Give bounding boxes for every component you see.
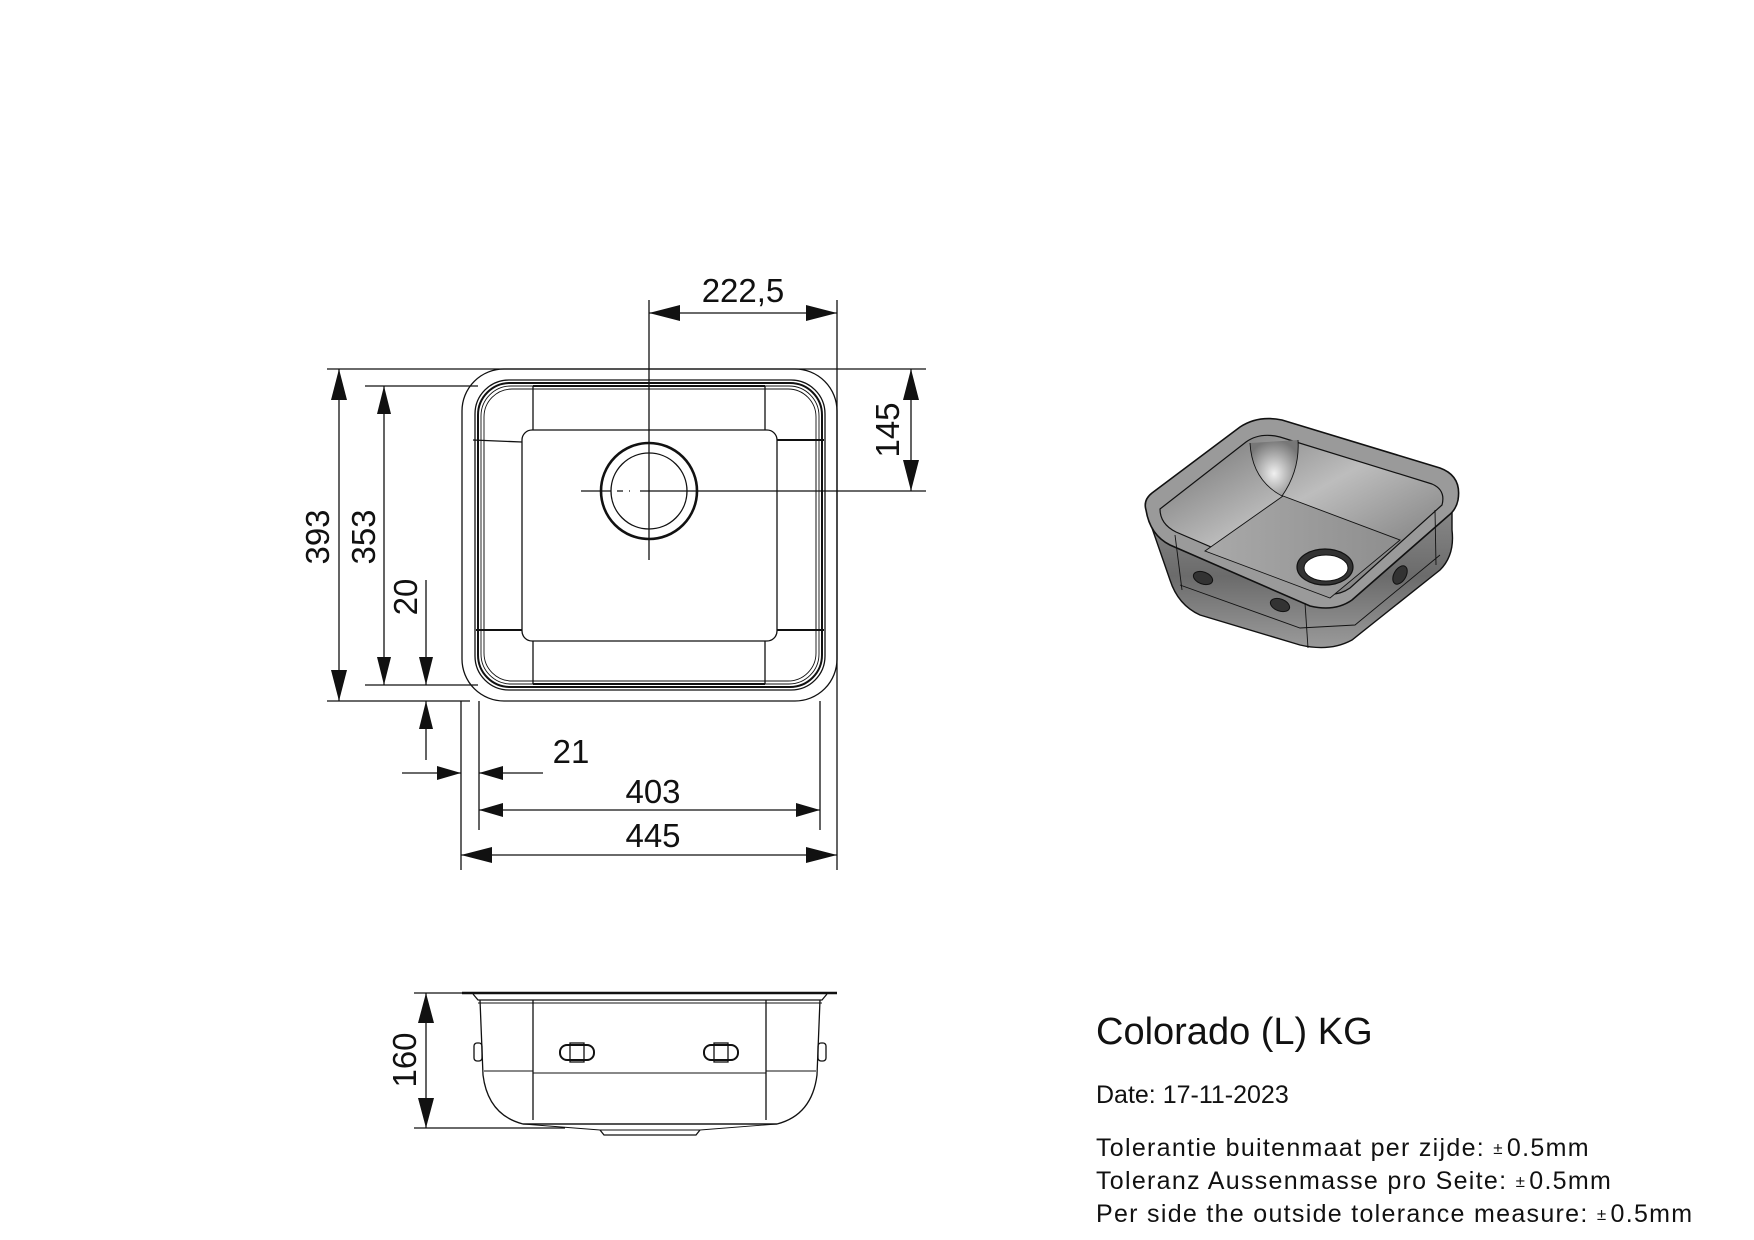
svg-text:145: 145: [869, 402, 906, 457]
drawing-date: Date: 17-11-2023: [1096, 1081, 1289, 1109]
plus-minus-icon: ±: [1493, 1139, 1504, 1158]
dimension-160: 160: [386, 993, 434, 1128]
tolerance-line-en: Per side the outside tolerance measure: …: [1096, 1200, 1694, 1228]
dimension-222-5: 222,5: [649, 272, 837, 321]
mounting-bracket-icon: [559, 1042, 595, 1063]
svg-text:21: 21: [553, 733, 590, 770]
plus-minus-icon: ±: [1515, 1172, 1527, 1191]
svg-text:445: 445: [625, 817, 680, 854]
svg-text:160: 160: [386, 1032, 423, 1087]
svg-text:403: 403: [625, 773, 680, 810]
dimension-20: 20: [387, 579, 433, 760]
mounting-bracket-icon: [703, 1042, 739, 1063]
title-block: Colorado (L) KG Date: 17-11-2023 Toleran…: [1096, 1010, 1754, 1231]
tolerance-line-de: Toleranz Aussenmasse pro Seite: ±0.5mm: [1096, 1167, 1613, 1195]
dimension-393: 393: [299, 369, 347, 701]
tolerance-line-nl: Tolerantie buitenmaat per zijde: ±0.5mm: [1096, 1134, 1590, 1162]
dimension-445: 445: [461, 817, 837, 863]
isometric-render: [1144, 417, 1460, 649]
svg-text:393: 393: [299, 509, 336, 564]
svg-text:20: 20: [387, 579, 424, 616]
svg-text:353: 353: [345, 509, 382, 564]
dimension-145: 145: [869, 369, 919, 491]
plus-minus-icon: ±: [1596, 1205, 1608, 1224]
product-title: Colorado (L) KG: [1096, 1011, 1373, 1053]
dimension-403: 403: [479, 773, 820, 817]
plan-view: 222,5 145 393 353 20: [299, 272, 926, 870]
svg-text:222,5: 222,5: [702, 272, 785, 309]
inner-rim-outline: [474, 379, 826, 691]
dimension-21: 21: [402, 733, 589, 780]
side-view: 160: [386, 991, 837, 1136]
dimension-353: 353: [345, 386, 391, 685]
